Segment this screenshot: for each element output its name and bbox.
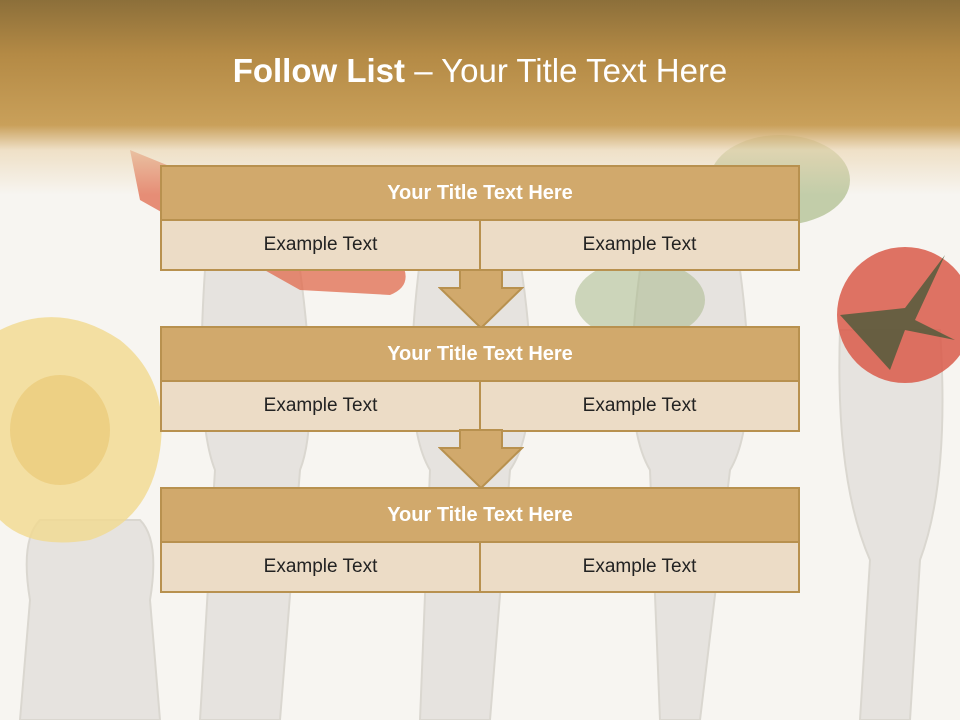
slide-title-rest: – Your Title Text Here (405, 52, 728, 89)
down-arrow-icon (438, 429, 524, 490)
block-cell-left: Example Text (160, 221, 481, 271)
list-block-1: Your Title Text Here Example Text Exampl… (160, 165, 800, 271)
list-block-2: Your Title Text Here Example Text Exampl… (160, 326, 800, 432)
block-cell-left: Example Text (160, 382, 481, 432)
block-title: Your Title Text Here (160, 165, 800, 221)
block-cell-right: Example Text (481, 221, 800, 271)
block-row: Example Text Example Text (160, 543, 800, 593)
slide-title: Follow List – Your Title Text Here (0, 52, 960, 90)
block-title: Your Title Text Here (160, 487, 800, 543)
block-cell-left: Example Text (160, 543, 481, 593)
block-row: Example Text Example Text (160, 221, 800, 271)
block-cell-right: Example Text (481, 382, 800, 432)
down-arrow-icon (438, 269, 524, 330)
slide-title-bold: Follow List (232, 52, 406, 89)
block-row: Example Text Example Text (160, 382, 800, 432)
list-block-3: Your Title Text Here Example Text Exampl… (160, 487, 800, 593)
block-title: Your Title Text Here (160, 326, 800, 382)
block-cell-right: Example Text (481, 543, 800, 593)
